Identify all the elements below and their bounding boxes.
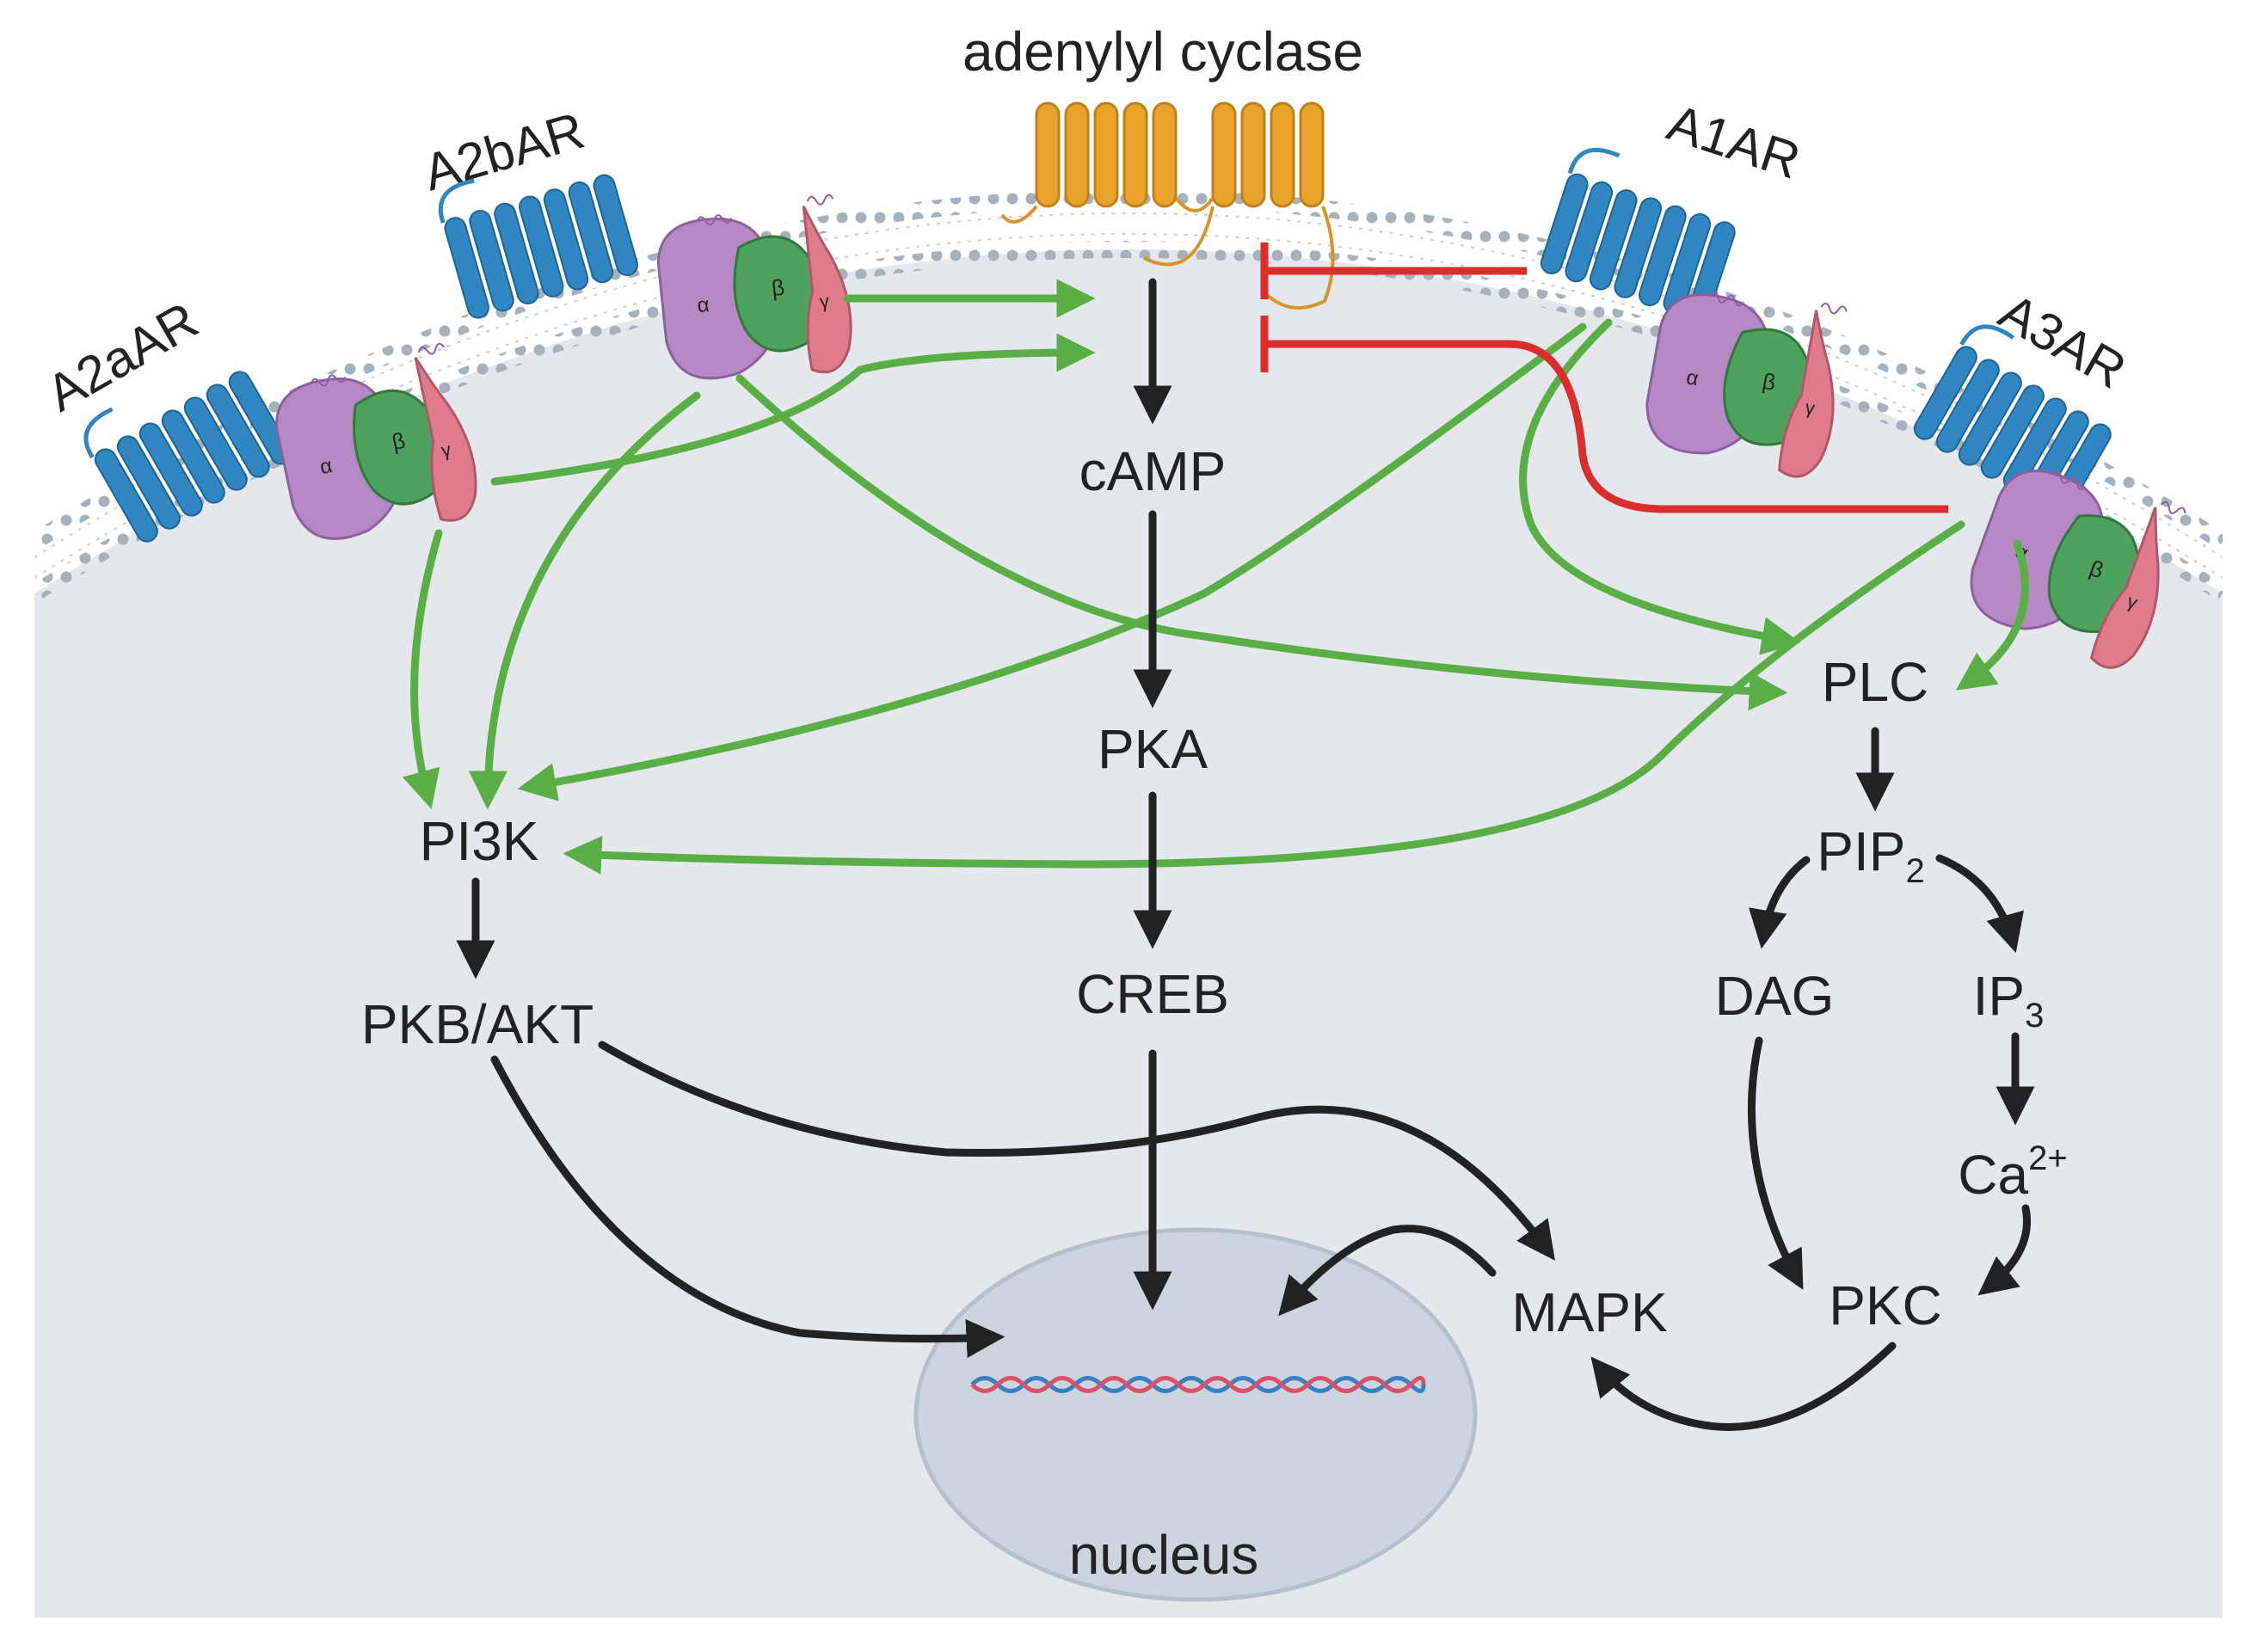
nucleus-label: nucleus bbox=[1069, 1524, 1259, 1586]
arrow-a2a-to-pi3k bbox=[402, 529, 443, 810]
arrow-pkb-to-nucleus bbox=[490, 1055, 1006, 1358]
g-gamma-subunit bbox=[2089, 507, 2160, 669]
arrow-a2a-to-ac bbox=[490, 333, 1096, 486]
node-ip3: IP3 bbox=[1973, 965, 2045, 1035]
node-pi3k: PI3K bbox=[420, 810, 539, 872]
arrow-a3-to-pi3k bbox=[563, 520, 1965, 875]
inhibitory-lines bbox=[1260, 243, 1948, 513]
dna-helix-icon bbox=[970, 1376, 1426, 1393]
g-gamma-symbol: γ bbox=[1804, 396, 1817, 420]
arrow-pip2-to-dag bbox=[1748, 856, 1811, 949]
g-alpha-symbol: α bbox=[317, 454, 334, 479]
arrow-a2b-to-pi3k bbox=[468, 391, 701, 810]
adenylyl-cyclase-label: adenylyl cyclase bbox=[962, 21, 1363, 83]
receptor-a2a bbox=[83, 371, 292, 543]
g-gamma-subunit bbox=[1778, 310, 1835, 478]
node-pkc: PKC bbox=[1829, 1274, 1942, 1336]
node-creb: CREB bbox=[1076, 963, 1229, 1025]
receptor-label-a2a: A2aAR bbox=[37, 291, 207, 422]
arrow-a1-to-pi3k bbox=[517, 322, 1587, 801]
g-beta-symbol: β bbox=[1761, 368, 1778, 396]
g-gamma-symbol: γ bbox=[440, 439, 453, 462]
ip3-subscript: 3 bbox=[2025, 997, 2044, 1035]
arrow-mapk-to-nucleus bbox=[1278, 1225, 1497, 1317]
g-alpha-symbol: α bbox=[696, 293, 710, 317]
g-gamma-subunit bbox=[414, 356, 477, 522]
g-alpha-symbol: α bbox=[1684, 365, 1700, 390]
g-protein-a2a: α β γ bbox=[275, 342, 477, 540]
g-beta-symbol: β bbox=[390, 427, 408, 455]
arrow-a2b-to-plc bbox=[735, 374, 1788, 711]
arrow-dag-to-pkc bbox=[1747, 1036, 1804, 1290]
node-dag: DAG bbox=[1715, 965, 1835, 1027]
gpcr-a2b-icon bbox=[438, 174, 638, 319]
pathway-arrows bbox=[456, 278, 2035, 1431]
receptor-label-a2b: A2bAR bbox=[417, 101, 590, 202]
g-protein-a3: α β γ bbox=[1970, 470, 2186, 669]
arrow-a1-to-plc bbox=[1519, 318, 1801, 655]
g-gamma-symbol: γ bbox=[819, 290, 831, 312]
pip2-main: PIP bbox=[1817, 820, 1905, 882]
receptor-a2b bbox=[438, 174, 638, 319]
node-calcium: Ca2+ bbox=[1958, 1139, 2067, 1206]
node-pkb-akt: PKB/AKT bbox=[361, 993, 593, 1055]
node-pip2: PIP2 bbox=[1817, 820, 1924, 890]
ip3-main: IP bbox=[1973, 965, 2025, 1027]
adenylyl-cyclase bbox=[1000, 101, 1335, 310]
arrow-pkb-to-mapk bbox=[598, 1041, 1555, 1261]
ca-superscript: 2+ bbox=[2028, 1139, 2068, 1177]
cytoplasm bbox=[34, 249, 2223, 1618]
g-protein-a1: α β γ bbox=[1645, 292, 1848, 478]
gpcr-a2a-icon bbox=[83, 371, 292, 543]
ca-main: Ca bbox=[1958, 1144, 2028, 1206]
arrow-pip2-to-ip3 bbox=[1935, 854, 2024, 953]
activating-arrows bbox=[402, 279, 2029, 875]
node-plc: PLC bbox=[1822, 651, 1929, 713]
node-mapk: MAPK bbox=[1511, 1281, 1667, 1343]
node-pka: PKA bbox=[1098, 718, 1208, 780]
g-protein-a2b: α β γ bbox=[656, 193, 852, 380]
g-beta-symbol: β bbox=[770, 274, 785, 301]
receptor-label-a1: A1AR bbox=[1661, 94, 1807, 190]
g-gamma-subunit bbox=[802, 206, 852, 374]
node-camp: cAMP bbox=[1079, 440, 1227, 502]
nucleus-envelope bbox=[913, 1227, 1478, 1602]
pip2-subscript: 2 bbox=[1905, 852, 1924, 890]
arrow-ca-to-pkc bbox=[1977, 1204, 2031, 1296]
inhibit-a3-to-ac bbox=[1264, 340, 1948, 513]
arrow-a3-to-plc bbox=[1955, 539, 2029, 691]
arrow-pkc-to-mapk bbox=[1590, 1342, 1897, 1431]
